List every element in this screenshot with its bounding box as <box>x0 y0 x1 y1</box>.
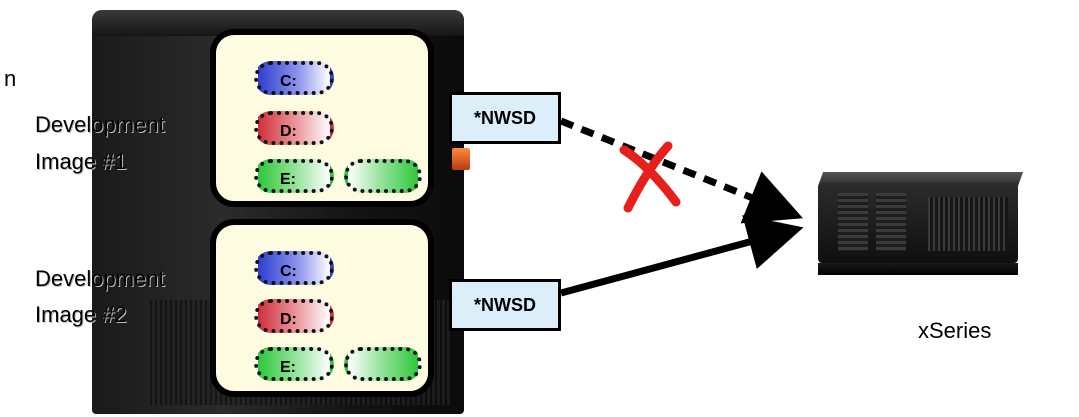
drive-bay-1 <box>838 193 868 251</box>
drive-c-2: C: <box>254 251 334 285</box>
nwsd-box-1: *NWSD <box>449 92 561 144</box>
nwsd-box-2: *NWSD <box>449 279 561 331</box>
dashed-arrow <box>559 117 803 224</box>
solid-arrow <box>560 214 804 297</box>
drive-bay-2 <box>876 193 906 251</box>
rack-server-grill <box>928 197 1008 251</box>
drive-e-2: E: <box>254 347 334 381</box>
red-x-icon <box>619 141 681 213</box>
drive-d-2: D: <box>254 299 334 333</box>
partition-2-panel: C: D: E: <box>210 219 434 397</box>
drive-d-2-label: D: <box>280 311 297 328</box>
partition-1-label-line2: Image #1 <box>35 149 127 174</box>
drive-d-1-label: D: <box>280 123 297 140</box>
extra-drive-2 <box>344 347 422 381</box>
extra-drive-1 <box>344 159 422 193</box>
server-status-light <box>452 148 470 170</box>
xseries-label: xSeries <box>918 318 992 343</box>
rack-server-icon <box>818 183 1018 263</box>
nwsd-box-2-label: *NWSD <box>474 294 536 315</box>
drive-d-1: D: <box>254 111 334 145</box>
rack-server-base <box>818 263 1018 275</box>
partition-1-label-line1: Development <box>35 112 165 137</box>
partition-1-panel: C: D: E: <box>210 29 434 207</box>
drive-c-1: C: <box>254 61 334 95</box>
drive-e-1: E: <box>254 159 334 193</box>
partition-2-label-line1: Development <box>35 266 165 291</box>
partition-2-label-line2: Image #2 <box>35 302 127 327</box>
drive-e-1-label: E: <box>280 171 296 188</box>
drive-c-2-label: C: <box>280 263 297 280</box>
nwsd-box-1-label: *NWSD <box>474 107 536 128</box>
drive-c-1-label: C: <box>280 73 297 90</box>
cut-off-text: n <box>4 66 17 91</box>
drive-e-2-label: E: <box>280 359 296 376</box>
